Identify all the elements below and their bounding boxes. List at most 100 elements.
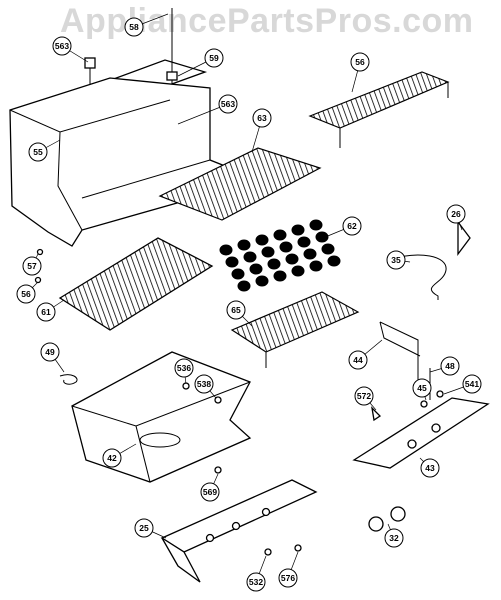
- briquette: [273, 270, 287, 282]
- callout-c55: 55: [28, 139, 61, 162]
- burner: [352, 397, 490, 469]
- callout-c563b: 563: [177, 94, 238, 125]
- callout-c62: 62: [317, 216, 362, 241]
- callout-circle: [278, 568, 298, 588]
- callout-c25: 25: [134, 518, 167, 539]
- callout-c56: 56: [350, 52, 370, 93]
- callout-circle: [174, 358, 194, 378]
- callout-circle: [102, 448, 122, 468]
- callout-circle: [200, 482, 220, 502]
- callout-label: 563: [221, 99, 235, 109]
- briquette: [279, 241, 293, 253]
- callout-label: 63: [257, 113, 267, 123]
- callout-label: 576: [281, 573, 295, 583]
- callout-label: 43: [425, 463, 435, 473]
- briquette: [321, 243, 335, 255]
- briquette: [303, 248, 317, 260]
- callout-c58: 58: [124, 13, 169, 37]
- callout-c44: 44: [348, 339, 383, 370]
- briquette: [261, 246, 275, 258]
- callout-c48: 48: [429, 356, 460, 376]
- callout-label: 59: [209, 53, 219, 63]
- callout-circle: [134, 518, 154, 538]
- callout-circle: [124, 17, 144, 37]
- firebox: [71, 351, 252, 483]
- callout-circle: [462, 374, 482, 394]
- cooking-grate: [58, 237, 214, 331]
- briquette: [297, 236, 311, 248]
- callout-circle: [446, 204, 466, 224]
- callout-c566: 56: [16, 281, 39, 304]
- briquette: [255, 275, 269, 287]
- briquette: [273, 229, 287, 241]
- callout-label: 538: [197, 379, 211, 389]
- callout-label: 58: [129, 22, 139, 32]
- callout-circle: [40, 342, 60, 362]
- callout-circle: [36, 302, 56, 322]
- callout-circle: [226, 300, 246, 320]
- callout-c538: 538: [194, 374, 217, 399]
- callout-label: 35: [391, 255, 401, 265]
- callout-c536: 536: [174, 358, 194, 385]
- briquette: [237, 280, 251, 292]
- cabinet-body: [9, 77, 231, 247]
- briquette: [249, 263, 263, 275]
- callout-label: 65: [231, 305, 241, 315]
- heat-tent: [160, 479, 318, 583]
- callout-circle: [252, 108, 272, 128]
- callout-label: 569: [203, 487, 217, 497]
- callout-label: 61: [41, 307, 51, 317]
- callout-c59: 59: [177, 48, 224, 77]
- callout-label: 25: [139, 523, 149, 533]
- callout-label: 26: [451, 209, 461, 219]
- callout-circle: [342, 216, 362, 236]
- callout-c563a: 563: [52, 36, 89, 63]
- warming-rack: [230, 291, 360, 368]
- callout-c65: 65: [226, 300, 253, 327]
- callout-circle: [440, 356, 460, 376]
- callout-c532: 532: [246, 555, 267, 592]
- callout-label: 49: [45, 347, 55, 357]
- callout-c32: 32: [384, 523, 404, 548]
- callout-c43: 43: [419, 457, 440, 478]
- briquette: [315, 231, 329, 243]
- briquette: [231, 268, 245, 280]
- upper-rack: [308, 71, 450, 148]
- callout-c569: 569: [200, 473, 220, 502]
- callout-circle: [384, 528, 404, 548]
- callout-label: 541: [465, 379, 479, 389]
- control-knobs: [368, 506, 406, 532]
- callout-circle: [22, 256, 42, 276]
- callout-circle: [386, 250, 406, 270]
- briquette: [219, 244, 233, 256]
- callout-label: 572: [357, 391, 371, 401]
- callout-label: 55: [33, 147, 43, 157]
- callout-label: 48: [445, 361, 455, 371]
- callout-c572: 572: [354, 386, 377, 411]
- small-hardware: [34, 248, 444, 556]
- callout-circle: [194, 374, 214, 394]
- callout-c45: 45: [412, 378, 432, 401]
- callout-label: 32: [389, 533, 399, 543]
- briquette: [309, 219, 323, 231]
- callout-circle: [412, 378, 432, 398]
- callout-label: 62: [347, 221, 357, 231]
- callout-circle: [218, 94, 238, 114]
- briquette: [267, 258, 281, 270]
- callout-label: 44: [353, 355, 363, 365]
- callout-c576: 576: [278, 551, 299, 588]
- briquettes: [219, 219, 341, 292]
- briquette: [225, 256, 239, 268]
- callout-circle: [28, 142, 48, 162]
- callout-c541: 541: [443, 374, 482, 395]
- briquette: [243, 251, 257, 263]
- callout-circle: [52, 36, 72, 56]
- callout-label: 532: [249, 577, 263, 587]
- callout-label: 56: [355, 57, 365, 67]
- briquette: [237, 239, 251, 251]
- igniter: [387, 220, 471, 300]
- callout-label: 45: [417, 383, 427, 393]
- callout-circle: [204, 48, 224, 68]
- callout-circle: [348, 350, 368, 370]
